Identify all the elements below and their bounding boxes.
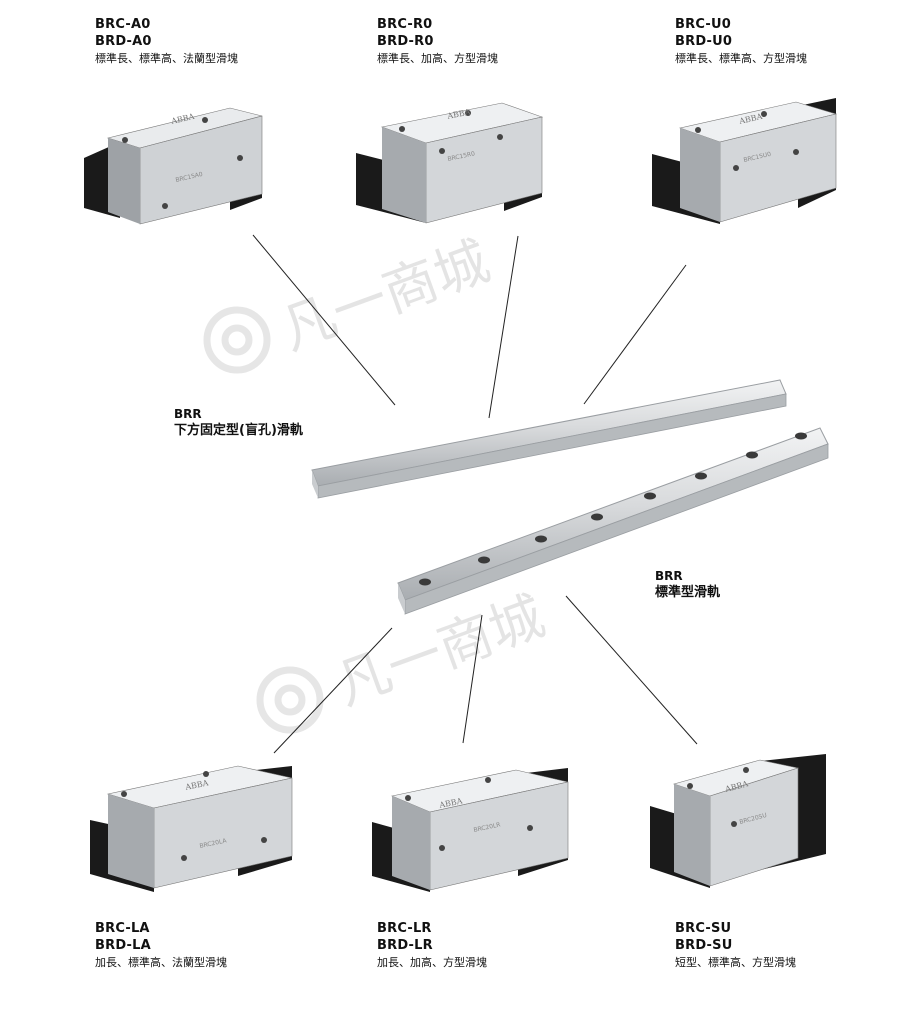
rail-description: 標準型滑軌 — [655, 585, 721, 601]
block-code-brc: BRC-LR — [377, 921, 432, 936]
block-description: 加長、標準高、法蘭型滑塊 — [95, 955, 227, 969]
block-image-la: ABBA BRC20LA — [90, 765, 293, 892]
watermark-logo-top — [203, 306, 271, 374]
label-rail-standard: BRR 標準型滑軌 — [655, 568, 720, 602]
block-code-brc: BRC-A0 — [95, 17, 151, 32]
block-code-brc: BRC-R0 — [377, 17, 433, 32]
block-description: 加長、加高、方型滑塊 — [377, 955, 487, 969]
block-description: 標準長、標準高、方型滑塊 — [675, 51, 807, 65]
block-code-brd: BRD-LR — [377, 937, 433, 953]
block-code-brd: BRD-U0 — [675, 33, 733, 49]
caption-block-lr: BRC-LR BRD-LR 加長、加高、方型滑塊 — [377, 921, 487, 970]
caption-block-r0: BRC-R0 BRD-R0 標準長、加高、方型滑塊 — [377, 17, 498, 66]
block-description: 短型、標準高、方型滑塊 — [675, 955, 796, 969]
block-image-su: ABBA BRC20SU — [650, 754, 826, 888]
block-image-a0: ABBA BRC15A0 — [84, 107, 263, 225]
block-image-lr: ABBA BRC20LR — [372, 768, 569, 892]
rail-blind-hole — [311, 379, 787, 499]
connector-line — [583, 264, 687, 405]
caption-block-su: BRC-SU BRD-SU 短型、標準高、方型滑塊 — [675, 921, 796, 970]
watermark-logo-bottom — [256, 666, 324, 734]
connector-line — [565, 595, 698, 745]
block-code-brd: BRD-R0 — [377, 33, 434, 49]
rail-description: 下方固定型(盲孔)滑軌 — [174, 423, 303, 439]
caption-block-a0: BRC-A0 BRD-A0 標準長、標準高、法蘭型滑塊 — [95, 17, 238, 66]
rail-code: BRR — [655, 569, 683, 583]
block-description: 標準長、標準高、法蘭型滑塊 — [95, 51, 238, 65]
block-code-brc: BRC-SU — [675, 921, 732, 936]
block-image-r0: ABBA BRC15R0 — [356, 102, 544, 224]
label-rail-blind-hole: BRR 下方固定型(盲孔)滑軌 — [174, 406, 303, 440]
connector-line — [252, 234, 396, 406]
rail-standard — [397, 427, 829, 615]
block-code-brd: BRD-LA — [95, 937, 151, 953]
rail-code: BRR — [174, 407, 202, 421]
connector-line — [273, 627, 393, 754]
caption-block-u0: BRC-U0 BRD-U0 標準長、標準高、方型滑塊 — [675, 17, 807, 66]
block-code-brd: BRD-A0 — [95, 33, 152, 49]
rail-mounting-holes — [419, 432, 807, 586]
block-image-u0: ABBA BRC15U0 — [652, 98, 838, 224]
block-code-brc: BRC-LA — [95, 921, 150, 936]
connector-line — [488, 235, 519, 419]
block-description: 標準長、加高、方型滑塊 — [377, 51, 498, 65]
caption-block-la: BRC-LA BRD-LA 加長、標準高、法蘭型滑塊 — [95, 921, 227, 970]
block-code-brc: BRC-U0 — [675, 17, 731, 32]
block-code-brd: BRD-SU — [675, 937, 733, 953]
connector-line — [462, 614, 483, 744]
